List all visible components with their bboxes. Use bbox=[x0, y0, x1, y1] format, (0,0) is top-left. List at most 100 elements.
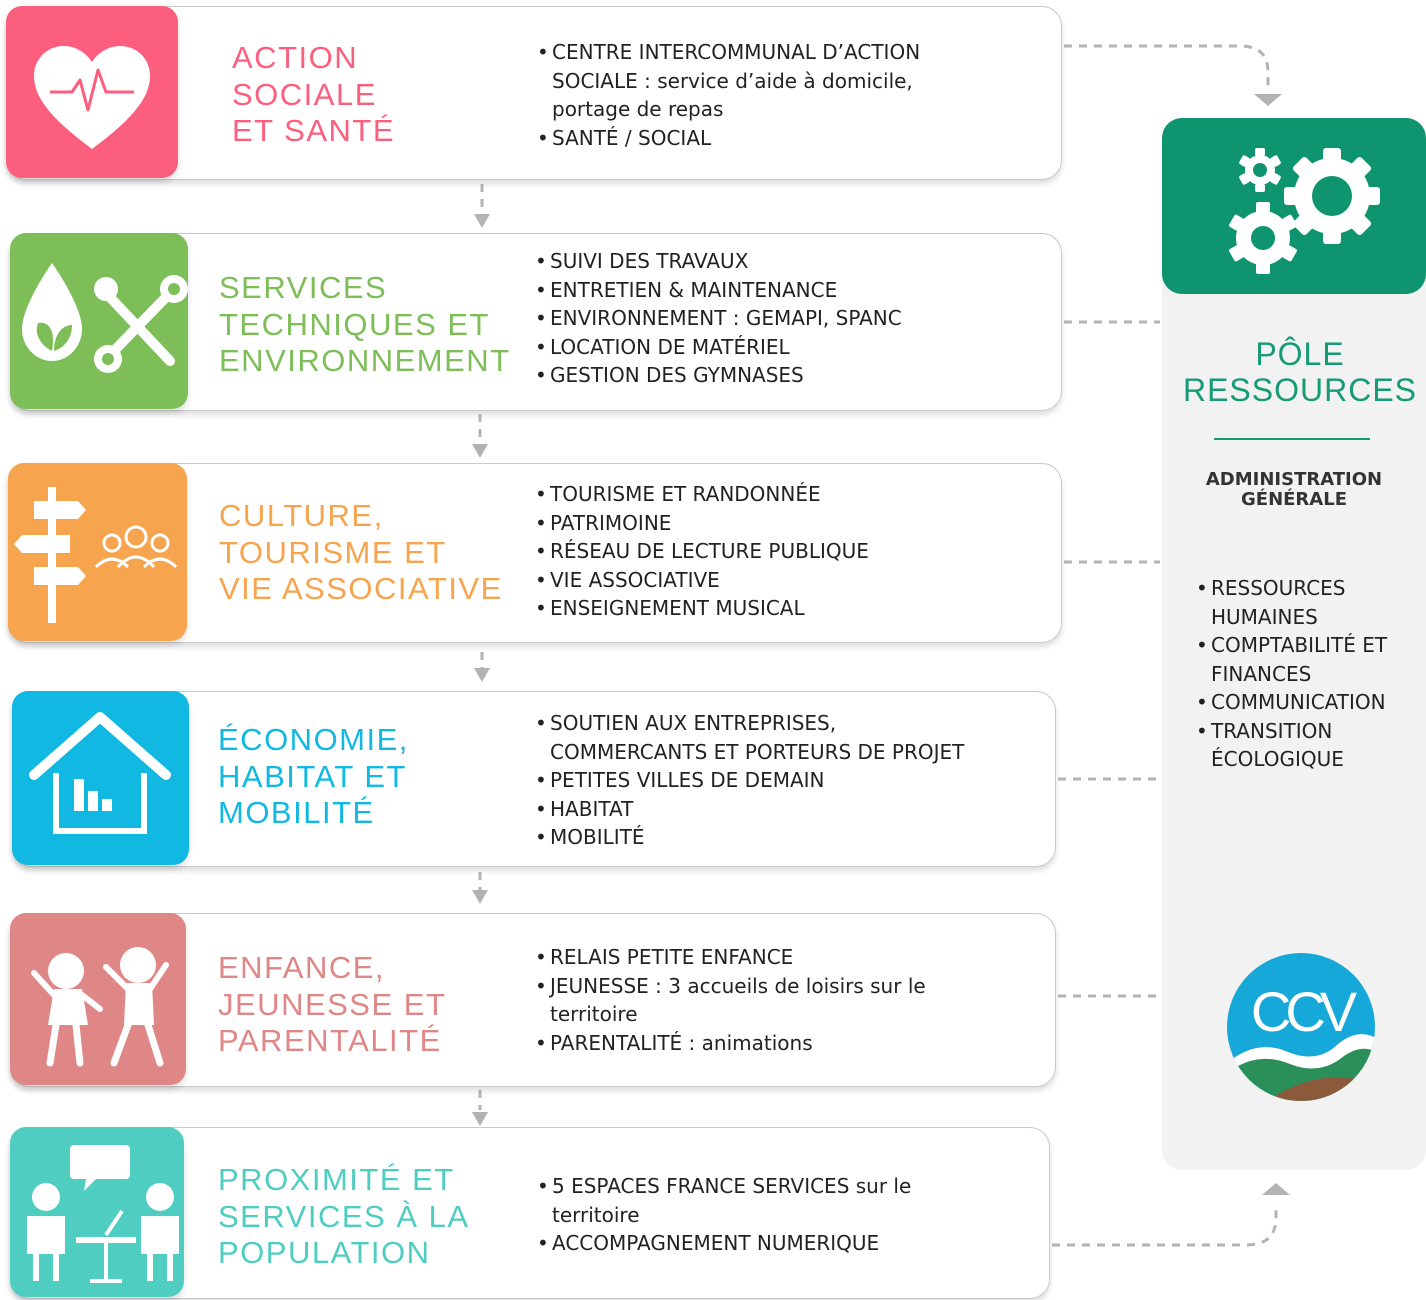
department-title-line: TECHNIQUES ET bbox=[219, 306, 490, 342]
list-item-text: COMMERCANTS ET PORTEURS DE PROJET bbox=[550, 739, 965, 764]
list-item-text: PARENTALITÉ : animations bbox=[550, 1030, 813, 1055]
list-item: HABITAT bbox=[535, 795, 964, 824]
arrow-down-icon bbox=[472, 444, 488, 458]
list-item-text: HUMAINES bbox=[1211, 604, 1318, 629]
connector-bottom bbox=[1052, 1205, 1278, 1247]
department-title-line: CULTURE, bbox=[219, 498, 384, 533]
department-item-list: CENTRE INTERCOMMUNAL D’ACTION SOCIALE : s… bbox=[537, 38, 920, 152]
department-icon-tile bbox=[8, 463, 187, 641]
list-item-text: territoire bbox=[550, 1002, 638, 1027]
list-item: TOURISME ET RANDONNÉE bbox=[535, 480, 869, 509]
department-item-list: SOUTIEN AUX ENTREPRISES, COMMERCANTS ET P… bbox=[535, 709, 964, 852]
logo-text: CCV bbox=[1251, 980, 1358, 1043]
pole-title-line: RESSOURCES bbox=[1182, 372, 1418, 408]
list-item: ACCOMPAGNEMENT NUMERIQUE bbox=[537, 1229, 911, 1258]
pole-subtitle-line: ADMINISTRATION bbox=[1205, 469, 1383, 490]
list-item-text: 5 ESPACES FRANCE SERVICES sur le bbox=[552, 1174, 912, 1198]
list-item: VIE ASSOCIATIVE bbox=[535, 566, 869, 595]
department-item-list: TOURISME ET RANDONNÉEPATRIMOINE RÉSEAU DE… bbox=[535, 480, 869, 623]
pole-title: PÔLE RESSOURCES bbox=[1162, 336, 1426, 408]
list-item-text: territoire bbox=[552, 1202, 640, 1227]
list-item: JEUNESSE : 3 accueils de loisirs sur le t… bbox=[535, 972, 926, 1029]
arrow-down-icon bbox=[474, 214, 490, 228]
department-title-line: SERVICES À LA bbox=[218, 1198, 470, 1234]
list-item-text: SANTÉ / SOCIAL bbox=[552, 125, 712, 150]
department-icon-tile bbox=[10, 913, 186, 1085]
pole-subtitle-line: GÉNÉRALE bbox=[1241, 489, 1347, 510]
list-item-text: ÉCOLOGIQUE bbox=[1211, 747, 1344, 771]
pole-divider bbox=[1214, 438, 1370, 440]
department-title-line: VIE ASSOCIATIVE bbox=[219, 571, 503, 606]
list-item-text: GESTION DES GYMNASES bbox=[550, 363, 804, 388]
pole-ressources-panel: PÔLE RESSOURCES ADMINISTRATION GÉNÉRALE … bbox=[1162, 118, 1426, 1170]
department-title-line: ENVIRONNEMENT bbox=[219, 343, 511, 378]
list-item-text: JEUNESSE : 3 accueils de loisirs sur le bbox=[550, 973, 926, 998]
list-item-text: COMPTABILITÉ ET bbox=[1211, 633, 1388, 657]
list-item: ENTRETIEN & MAINTENANCE bbox=[535, 276, 902, 305]
list-item: RESSOURCES HUMAINES bbox=[1196, 574, 1387, 631]
connector-top bbox=[1064, 44, 1270, 90]
department-icon-tile bbox=[10, 233, 188, 409]
list-item: MOBILITÉ bbox=[535, 823, 964, 852]
pole-subtitle: ADMINISTRATION GÉNÉRALE bbox=[1162, 470, 1426, 510]
department-title-line: JEUNESSE ET bbox=[218, 986, 447, 1022]
department-title-line: PARENTALITÉ bbox=[218, 1023, 442, 1058]
pole-item-list: RESSOURCES HUMAINES COMPTABILITÉ ET FINANCE… bbox=[1196, 574, 1387, 774]
arrow-down-icon bbox=[1254, 94, 1282, 106]
department-title-line: SOCIALE bbox=[232, 76, 377, 112]
list-item: SUIVI DES TRAVAUX bbox=[535, 247, 902, 276]
list-item: GESTION DES GYMNASES bbox=[535, 361, 902, 390]
ccv-logo-icon: CCV bbox=[1226, 952, 1376, 1107]
list-item-text: RELAIS PETITE ENFANCE bbox=[550, 945, 794, 969]
list-item-text: VIE ASSOCIATIVE bbox=[550, 567, 720, 592]
department-icon-tile bbox=[6, 6, 178, 178]
list-item-text: ENVIRONNEMENT : GEMAPI, SPANC bbox=[550, 306, 902, 331]
list-item: ENVIRONNEMENT : GEMAPI, SPANC bbox=[535, 304, 902, 333]
list-item-text: SUIVI DES TRAVAUX bbox=[550, 249, 749, 273]
list-item-text: MOBILITÉ bbox=[550, 825, 645, 850]
list-item: PARENTALITÉ : animations bbox=[535, 1029, 926, 1058]
arrow-down-icon bbox=[472, 1112, 488, 1126]
department-title-line: MOBILITÉ bbox=[218, 795, 375, 830]
list-item-text: RÉSEAU DE LECTURE PUBLIQUE bbox=[550, 539, 869, 564]
list-item: RELAIS PETITE ENFANCE bbox=[535, 943, 926, 972]
pole-title-line: PÔLE bbox=[1255, 336, 1345, 372]
list-item: SANTÉ / SOCIAL bbox=[537, 124, 920, 153]
department-item-list: SUIVI DES TRAVAUX ENTRETIEN & MAINTENANCE… bbox=[535, 247, 902, 390]
list-item-text: LOCATION DE MATÉRIEL bbox=[550, 334, 790, 359]
list-item-text: portage de repas bbox=[552, 97, 724, 122]
list-item-text: TRANSITION bbox=[1211, 718, 1333, 743]
list-item-text: FINANCES bbox=[1211, 661, 1312, 686]
list-item: PETITES VILLES DE DEMAIN bbox=[535, 766, 964, 795]
list-item: ENSEIGNEMENT MUSICAL bbox=[535, 594, 869, 623]
list-item: 5 ESPACES FRANCE SERVICES sur le territoi… bbox=[537, 1172, 911, 1229]
list-item-text: CENTRE INTERCOMMUNAL D’ACTION bbox=[552, 40, 921, 64]
list-item-text: SOUTIEN AUX ENTREPRISES, bbox=[550, 711, 837, 735]
arrow-down-icon bbox=[474, 668, 490, 682]
list-item-text: PETITES VILLES DE DEMAIN bbox=[550, 768, 825, 793]
list-item: TRANSITION ÉCOLOGIQUE bbox=[1196, 717, 1387, 774]
list-item-text: ENSEIGNEMENT MUSICAL bbox=[550, 596, 805, 621]
list-item-text: RESSOURCES bbox=[1211, 576, 1346, 600]
department-title-line: SERVICES bbox=[219, 270, 388, 305]
list-item: COMMUNICATION bbox=[1196, 688, 1387, 717]
department-title-line: HABITAT ET bbox=[218, 758, 407, 794]
department-title-line: ACTION bbox=[232, 40, 359, 75]
list-item-text: ACCOMPAGNEMENT NUMERIQUE bbox=[552, 1231, 880, 1256]
list-item: COMPTABILITÉ ET FINANCES bbox=[1196, 631, 1387, 688]
department-title-line: ENFANCE, bbox=[218, 950, 386, 985]
arrow-down-icon bbox=[472, 890, 488, 904]
gears-icon bbox=[1229, 148, 1380, 274]
department-title-line: PROXIMITÉ ET bbox=[218, 1162, 455, 1197]
list-item: CENTRE INTERCOMMUNAL D’ACTION SOCIALE : s… bbox=[537, 38, 920, 124]
list-item: RÉSEAU DE LECTURE PUBLIQUE bbox=[535, 537, 869, 566]
list-item-text: PATRIMOINE bbox=[550, 510, 672, 535]
pole-header bbox=[1162, 118, 1426, 294]
list-item-text: SOCIALE : service d’aide à domicile, bbox=[552, 68, 913, 93]
department-icon-tile bbox=[12, 691, 189, 865]
